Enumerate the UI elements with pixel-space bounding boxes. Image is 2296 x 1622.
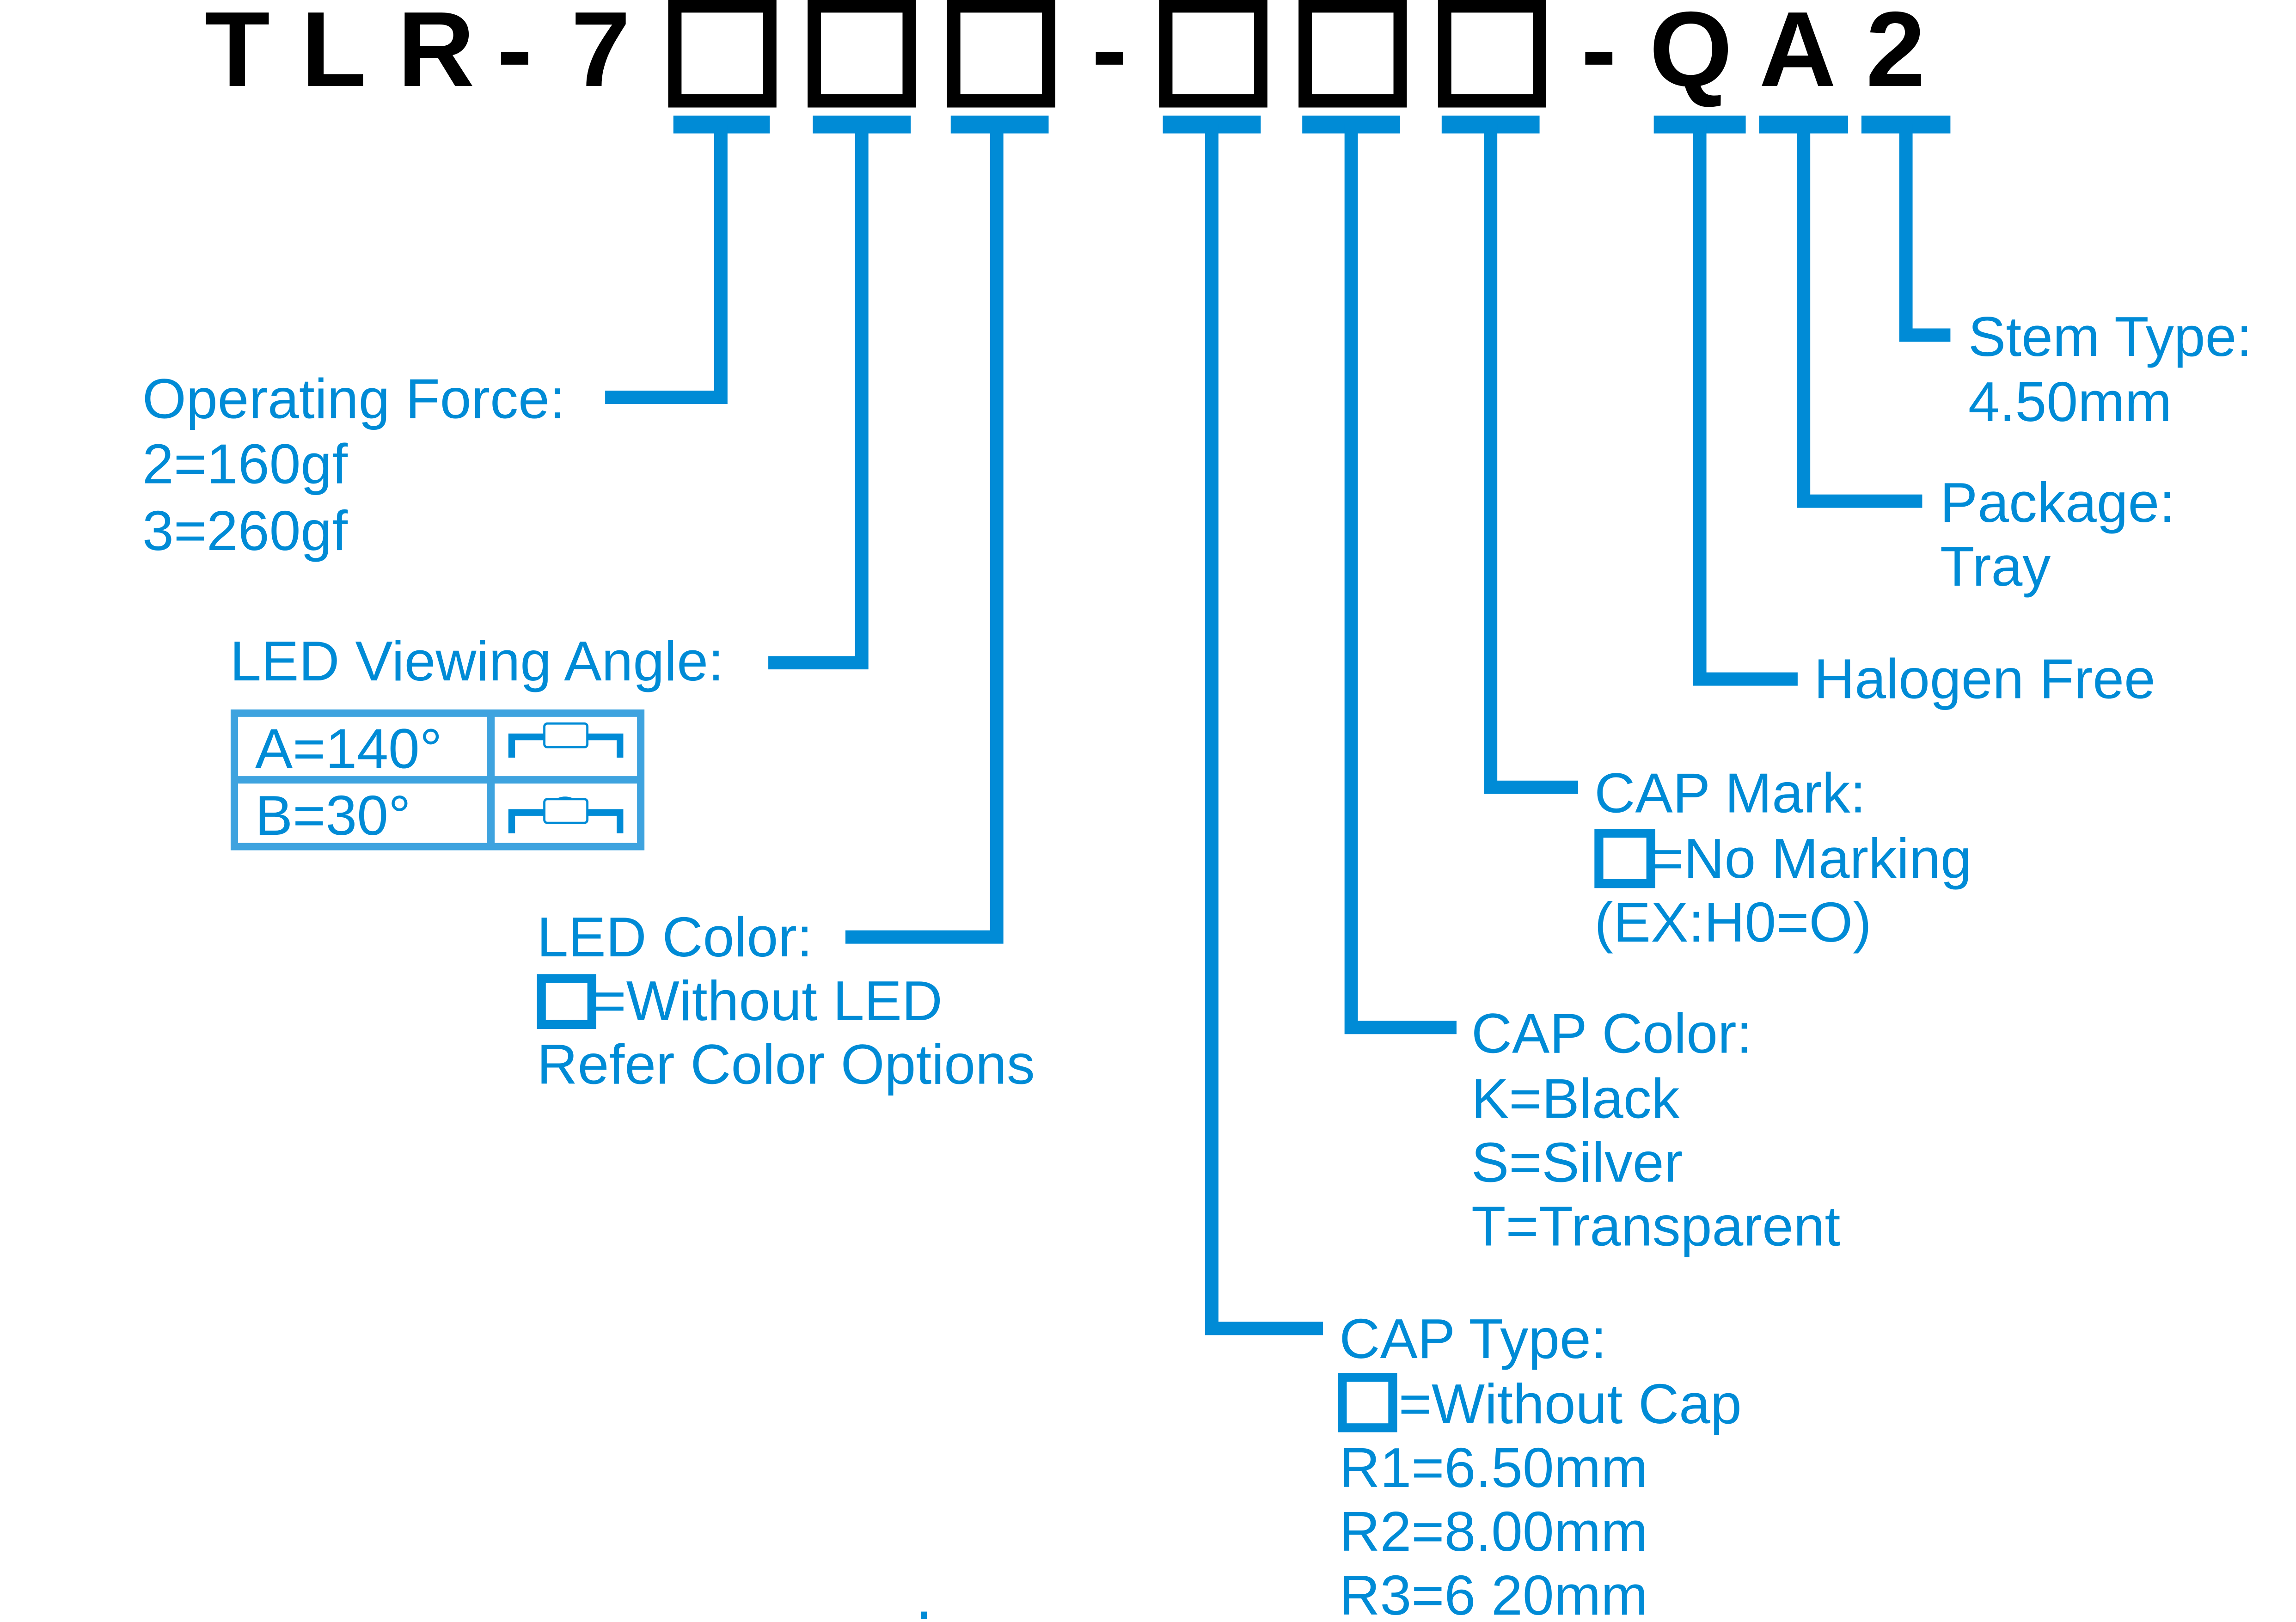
cap-color-group: CAP Color: K=Black S=Silver T=Transparen… [1471, 1002, 1840, 1257]
leader-cap-type [1205, 124, 1323, 1335]
viewing-angle-code-b: B=30° [255, 784, 411, 847]
stem-type-title: Stem Type: [1968, 305, 2252, 368]
leader-led-color [845, 124, 1004, 944]
leader-cap-mark [1484, 124, 1579, 794]
viewing-angle-table: A=140° B=30° [230, 709, 645, 851]
pn-separator-1: - [1092, 0, 1127, 109]
led-viewing-angle-group: LED Viewing Angle: A=140° B=30° [230, 630, 724, 851]
led-color-option: Refer Color Options [537, 1033, 1035, 1096]
led-color-group: LED Color: =Without LED Refer Color Opti… [537, 906, 1035, 1096]
pn-char-r: R [398, 0, 475, 109]
dome-led-icon [508, 796, 624, 833]
part-number: T L R - 7 - - Q A 2 [205, 0, 1925, 109]
blank-code-box [1338, 1373, 1397, 1432]
package-group: Package: Tray [1940, 471, 2175, 598]
cap-type-option: R2=8.00mm [1339, 1500, 1647, 1563]
pn-char-t: T [205, 0, 270, 109]
cap-type-group: CAP Type: =Without Cap R1=6.50mm R2=8.00… [1338, 1307, 1742, 1622]
pn-char-7: 7 [571, 0, 630, 109]
slot-cap-type [1159, 0, 1267, 108]
slot-led-viewing-angle [808, 0, 916, 108]
slot-cap-color [1298, 0, 1407, 108]
cap-mark-title: CAP Mark: [1594, 762, 1866, 825]
cap-type-option: R3=6 20mm [1339, 1564, 1647, 1622]
leader-led-viewing-angle [768, 124, 869, 670]
stem-type-option: 4.50mm [1968, 370, 2172, 433]
cap-type-blank-option: =Without Cap [1399, 1372, 1742, 1435]
pn-char-a: A [1759, 0, 1836, 109]
cap-color-option: S=Silver [1471, 1131, 1683, 1194]
blank-code-box [1594, 828, 1655, 888]
operating-force-group: Operating Force: 2=160gf 3=260gf [142, 367, 565, 562]
cap-mark-group: CAP Mark: =No Marking (EX:H0=O) [1594, 762, 1972, 954]
cap-color-option: T=Transparent [1471, 1194, 1840, 1257]
led-color-title: LED Color: [537, 906, 813, 968]
cap-color-title: CAP Color: [1471, 1002, 1752, 1065]
operating-force-option: 3=260gf [142, 499, 348, 562]
stray-dot [921, 1611, 927, 1619]
cap-type-option: R1=6.50mm [1339, 1436, 1647, 1499]
flat-led-icon [508, 722, 624, 758]
led-color-blank-option: =Without LED [593, 969, 943, 1032]
cap-mark-blank-option: =No Marking [1651, 827, 1972, 890]
halogen-free-title: Halogen Free [1814, 648, 2155, 710]
slot-cap-mark [1438, 0, 1547, 108]
package-title: Package: [1940, 471, 2175, 534]
cap-type-title: CAP Type: [1339, 1307, 1606, 1370]
leader-cap-color [1344, 124, 1457, 1034]
pn-separator-2: - [1581, 0, 1616, 109]
led-viewing-angle-title: LED Viewing Angle: [230, 630, 724, 692]
pn-char-l: L [301, 0, 366, 109]
slot-led-color [947, 0, 1055, 108]
viewing-angle-code-a: A=140° [255, 717, 442, 780]
pn-char-dash: - [497, 0, 533, 109]
stem-type-group: Stem Type: 4.50mm [1968, 305, 2252, 433]
leader-halogen-free [1693, 124, 1798, 686]
cap-mark-example: (EX:H0=O) [1594, 891, 1872, 954]
pn-char-q: Q [1649, 0, 1733, 109]
leader-lines [605, 124, 1951, 1335]
pn-char-2: 2 [1866, 0, 1925, 109]
leader-package [1797, 124, 1923, 508]
leader-operating-force [605, 124, 728, 404]
operating-force-title: Operating Force: [142, 367, 565, 430]
blank-code-box [537, 974, 596, 1029]
cap-color-option: K=Black [1471, 1067, 1680, 1130]
leader-stem-type [1899, 124, 1951, 342]
slot-operating-force [668, 0, 777, 108]
operating-force-option: 2=160gf [142, 433, 348, 496]
package-option: Tray [1940, 535, 2051, 598]
